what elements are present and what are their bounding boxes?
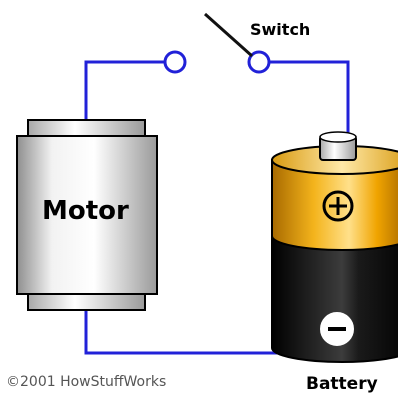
motor-bottom-cap — [27, 293, 146, 311]
motor — [16, 119, 158, 311]
wire-motor-to-switch — [84, 60, 165, 120]
wires — [84, 60, 350, 355]
switch-terminal-right — [247, 50, 271, 74]
wire-switch-to-battery — [270, 60, 350, 138]
minus-icon — [320, 312, 354, 346]
switch-lever — [204, 12, 253, 58]
wire-motor-to-battery — [84, 308, 282, 355]
battery-label: Battery — [306, 374, 378, 394]
motor-body — [16, 135, 158, 295]
motor-label: Motor — [42, 196, 129, 226]
motor-top-cap — [27, 119, 146, 137]
battery-negative-section — [271, 235, 398, 363]
switch — [163, 12, 271, 74]
plus-icon — [322, 190, 354, 222]
battery — [271, 131, 398, 363]
switch-label: Switch — [250, 20, 311, 39]
copyright-text: ©2001 HowStuffWorks — [6, 374, 167, 390]
battery-terminal-top — [319, 131, 357, 143]
switch-terminal-left — [163, 50, 187, 74]
